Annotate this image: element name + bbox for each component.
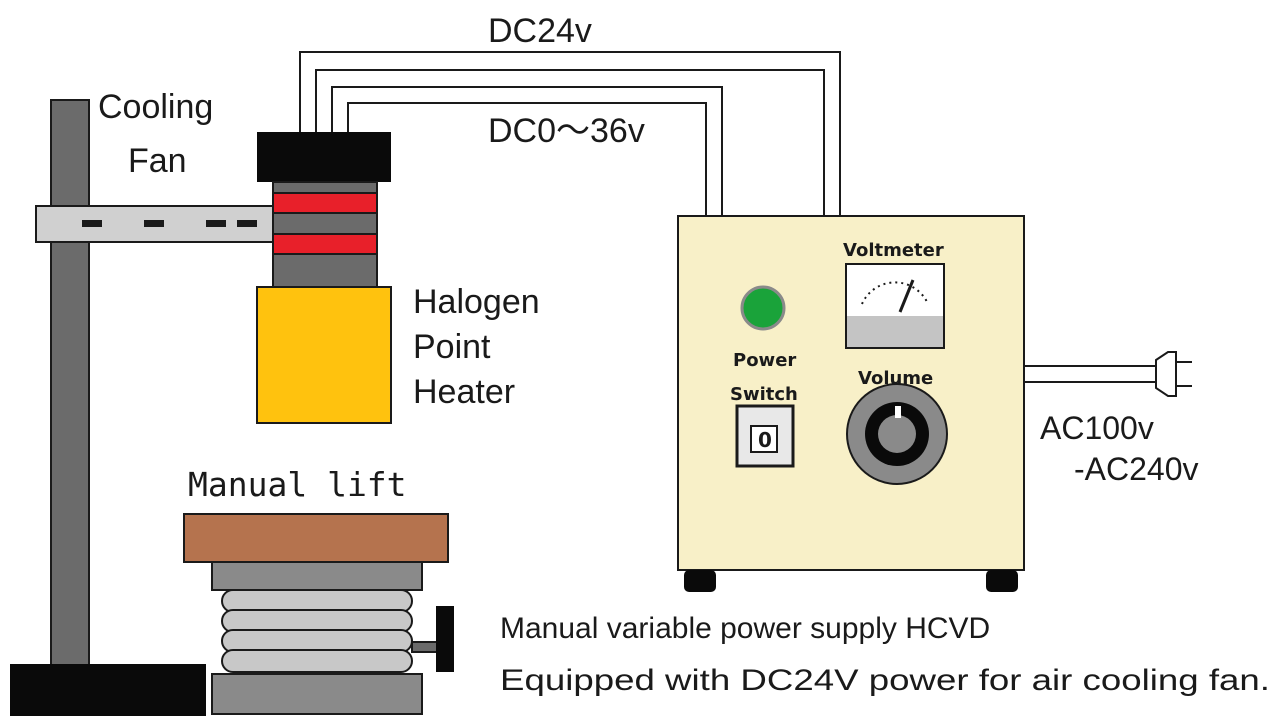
clamp-slot-3 [206,220,226,227]
power-supply-foot-right [986,570,1018,592]
voltmeter-scale [861,281,929,305]
wire-bundle [299,51,841,215]
wire-dc24-outer [299,51,841,215]
volume-knob-center [878,415,916,453]
heater-ring-lower [272,233,378,255]
volume-knob-pointer [895,406,901,418]
clamp-slot-2 [144,220,164,227]
dc036-label: DC0～36v [488,112,645,150]
power-switch-glyph: 0 [758,428,772,452]
lift-crank-knob [436,606,454,672]
clamp-slot-4 [237,220,257,227]
voltmeter-needle [898,279,915,313]
clamp-slot-1 [82,220,102,227]
lift-crank-shaft [411,641,439,653]
lift-bellows-3 [221,629,413,653]
fan-label-line2: Fan [128,142,187,180]
power-label: Power [733,350,796,371]
caption-line2: Equipped with DC24V power for air coolin… [500,664,1270,697]
power-supply [677,215,1025,592]
volume-label: Volume [858,368,933,389]
heater-label-line3: Heater [413,373,515,411]
wire-dc24-inner [315,69,825,215]
cooling-fan-cap [257,132,391,182]
lift-bellows-1 [221,589,413,613]
voltmeter-lower-panel [847,316,943,347]
stand-base [10,664,206,716]
mains-cord [1024,351,1192,397]
heater-label-line1: Halogen [413,283,540,321]
lift-bellows-2 [221,609,413,633]
lift-top-plate [183,513,449,563]
power-supply-foot-left [684,570,716,592]
dc24-label: DC24v [488,12,592,50]
mains-label-line1: AC100v [1040,410,1154,446]
heater-ring-upper [272,192,378,214]
power-indicator-lamp [740,285,786,331]
plug-body-icon [1155,351,1177,397]
manual-lift [183,513,454,715]
mains-label-line2: -AC240v [1074,451,1199,487]
heater-body [256,286,392,424]
heater-assembly [256,132,392,424]
wire-dc036-outer [331,86,723,215]
stand [10,99,277,716]
wire-dc036-inner [347,102,707,215]
lift-label: Manual lift [188,465,407,504]
lift-bellows-4 [221,649,413,673]
lift-upper-frame [211,561,423,591]
stand-pole [50,99,90,671]
caption-line1: Manual variable power supply HCVD [500,612,990,645]
voltmeter-label: Voltmeter [843,240,944,261]
switch-label: Switch [730,384,798,405]
power-switch-rocker[interactable] [750,425,778,453]
heater-label-line2: Point [413,328,491,366]
fan-label-line1: Cooling [98,88,213,126]
lift-bottom-frame [211,673,423,715]
